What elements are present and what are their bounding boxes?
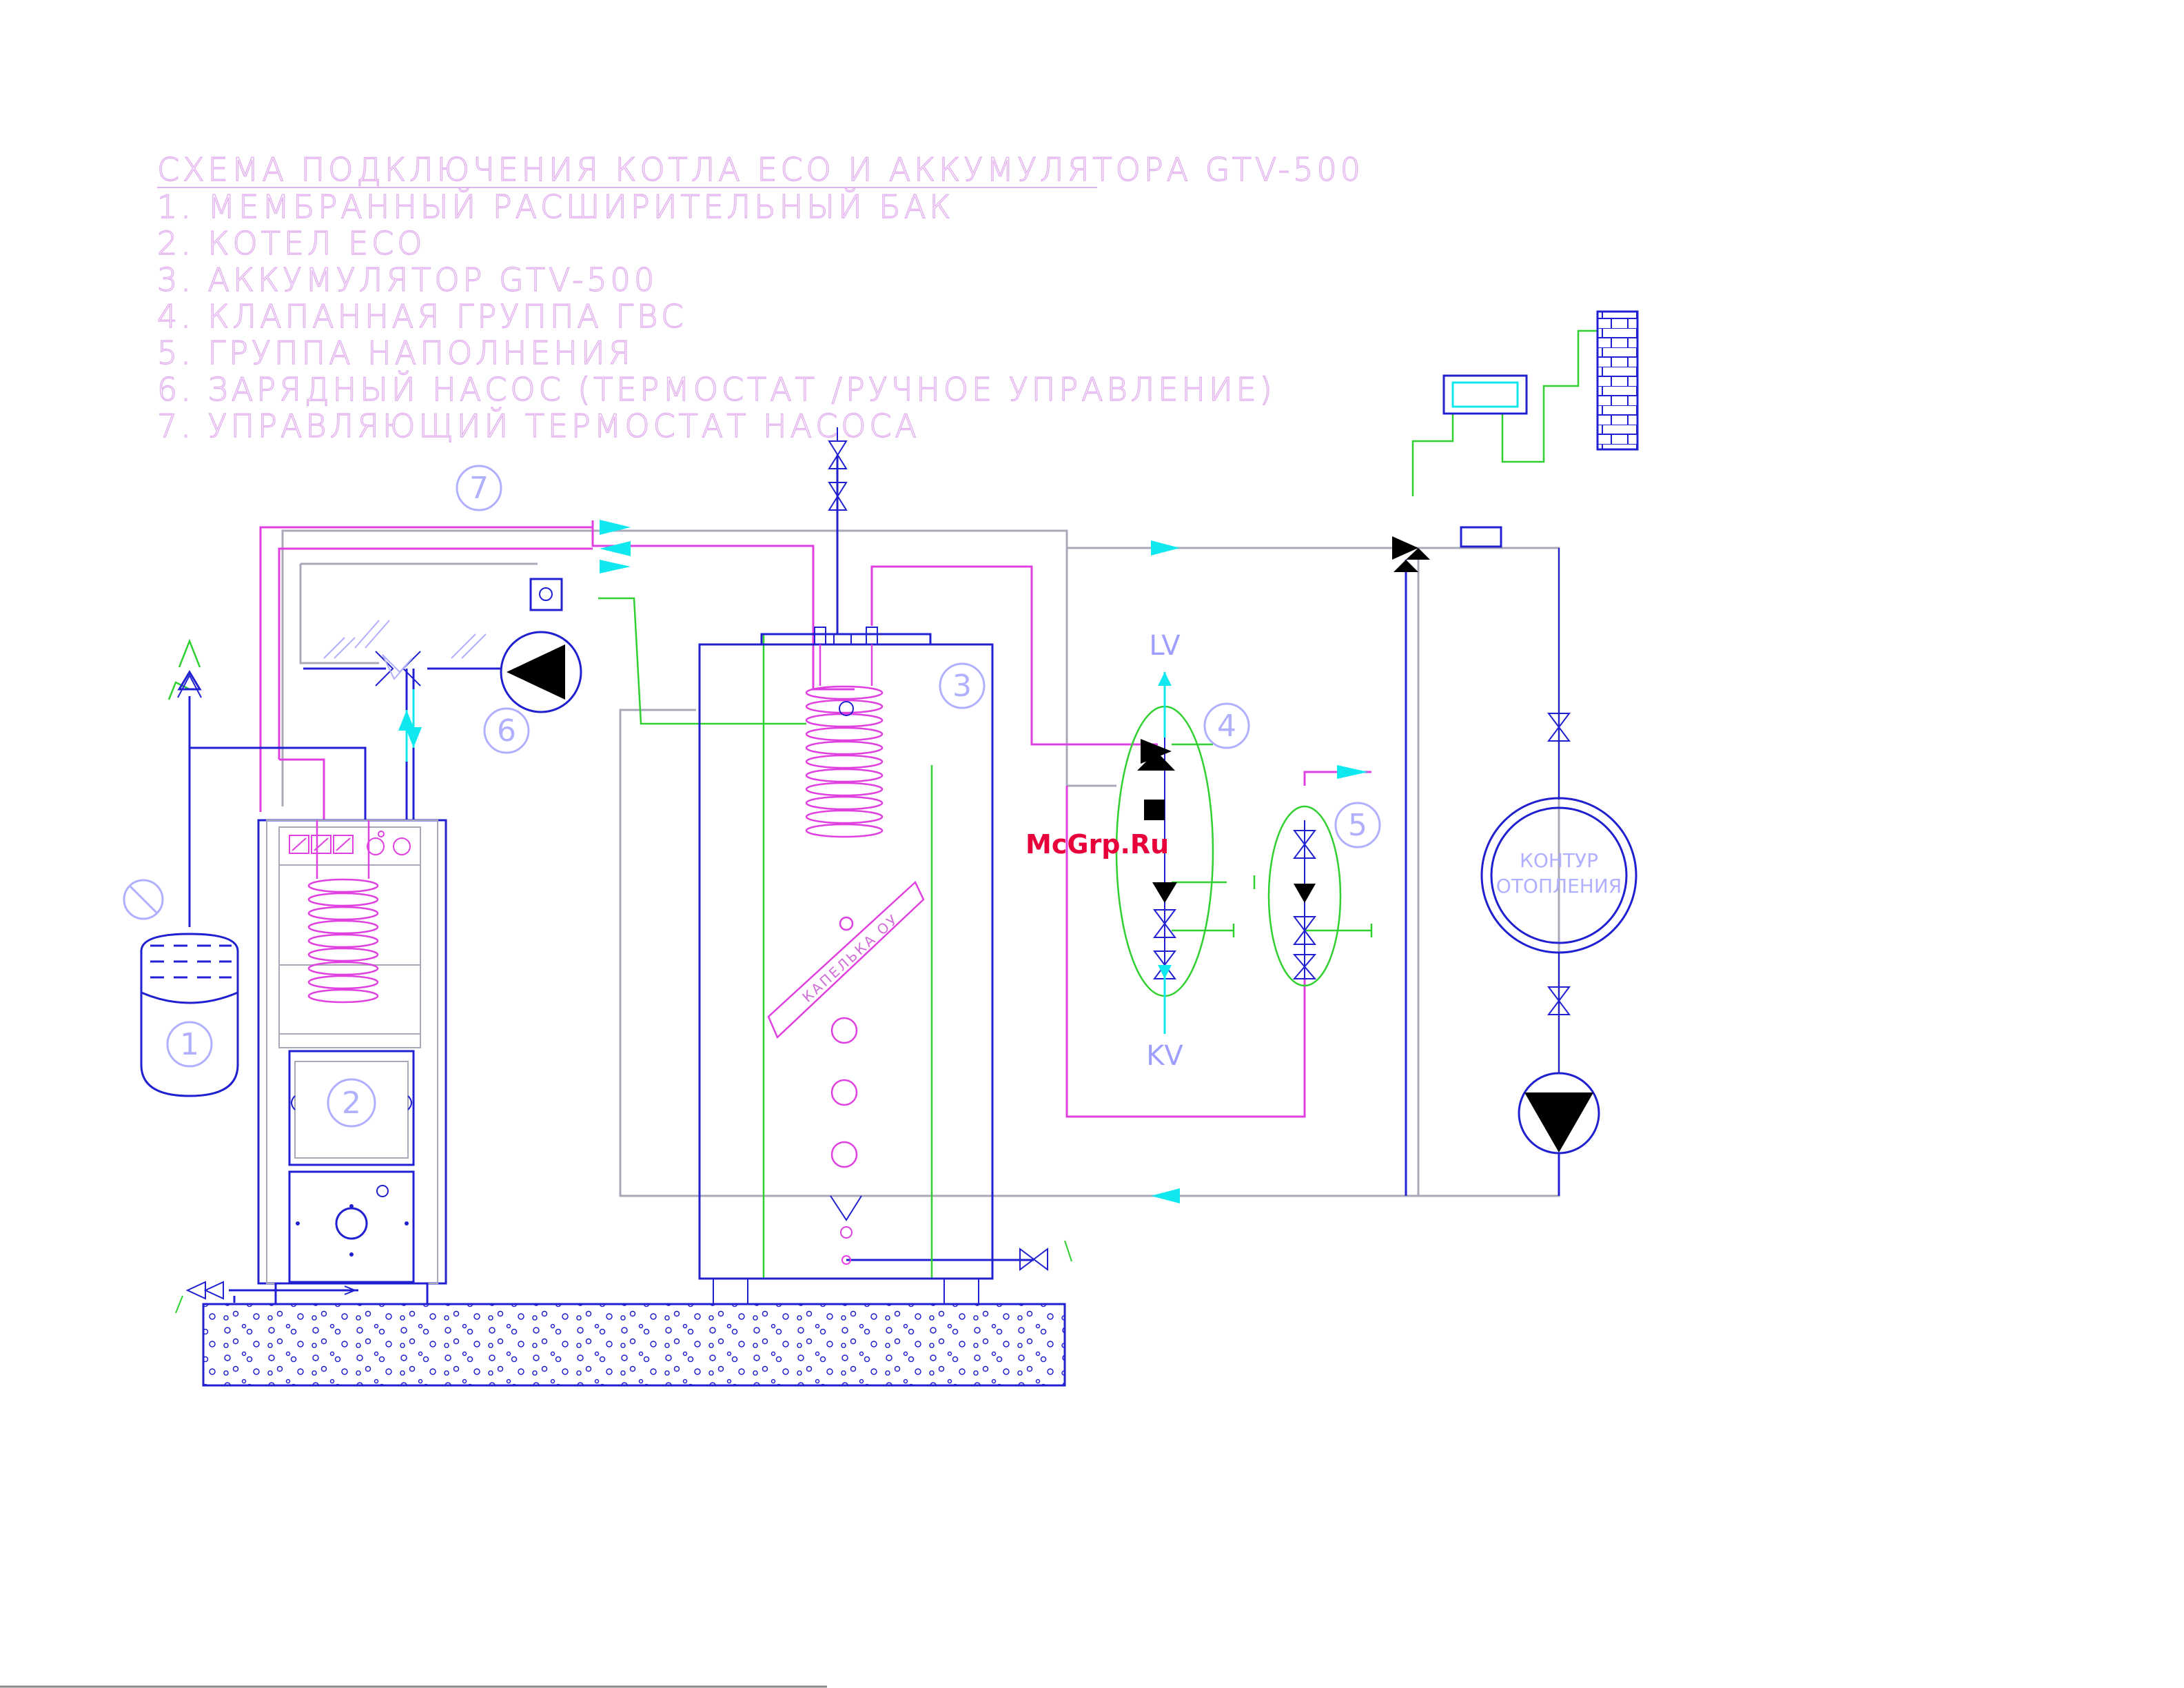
kv-label: KV bbox=[1146, 1040, 1183, 1072]
marker-4: 4 bbox=[1217, 709, 1236, 744]
ground-slab bbox=[202, 1303, 1066, 1387]
legend-item: 3. АККУМУЛЯТОР GTV-500 bbox=[157, 261, 657, 298]
pump-thermostat: 7 bbox=[456, 465, 563, 611]
accumulator-tank: 3 КАПЕЛЬКА ОУ bbox=[698, 627, 1072, 1305]
marker-3: 3 bbox=[952, 669, 972, 704]
watermark: McGrp.Ru bbox=[1025, 829, 1169, 860]
control-wires bbox=[598, 329, 1599, 1279]
expansion-tank: 1 bbox=[123, 638, 239, 1097]
cold-pipes bbox=[188, 455, 1560, 1303]
marker-1: 1 bbox=[180, 1027, 199, 1062]
tank-band-label: КАПЕЛЬКА ОУ bbox=[799, 911, 901, 1006]
charging-pump: 6 bbox=[323, 620, 582, 754]
legend-item: 7. УПРАВЛЯЮЩИЙ ТЕРМОСТАТ НАСОСА bbox=[157, 407, 920, 445]
lv-label: LV bbox=[1149, 630, 1181, 662]
marker-7: 7 bbox=[469, 471, 489, 506]
circuit-label-line1: КОНТУР bbox=[1520, 849, 1598, 872]
filling-group: 5 bbox=[1267, 802, 1381, 987]
legend-item: 2. КОТЕЛ ECO bbox=[157, 225, 425, 262]
diagram-title: СХЕМА ПОДКЛЮЧЕНИЯ КОТЛА ECO И АККУМУЛЯТО… bbox=[157, 151, 1364, 188]
marker-5: 5 bbox=[1348, 808, 1367, 843]
grey-pipes bbox=[281, 529, 1560, 1197]
mixing-valve-controls bbox=[1392, 310, 1639, 572]
legend-item: 6. ЗАРЯДНЫЙ НАСОС (ТЕРМОСТАТ /РУЧНОЕ УПР… bbox=[157, 371, 1276, 408]
marker-2: 2 bbox=[342, 1086, 361, 1121]
boiler: 2 bbox=[175, 819, 447, 1314]
circuit-label-line2: ОТОПЛЕНИЯ bbox=[1496, 875, 1622, 897]
hot-pipes bbox=[259, 520, 1371, 1118]
flow-arrows bbox=[398, 520, 1368, 1203]
heating-circuit: КОНТУР ОТОПЛЕНИЯ bbox=[1480, 548, 1637, 1155]
legend: 1. МЕМБРАННЫЙ РАСШИРИТЕЛЬНЫЙ БАК 2. КОТЕ… bbox=[156, 187, 1276, 445]
legend-item: 1. МЕМБРАННЫЙ РАСШИРИТЕЛЬНЫЙ БАК bbox=[157, 188, 954, 225]
legend-item: 4. КЛАПАННАЯ ГРУППА ГВС bbox=[157, 298, 686, 335]
legend-item: 5. ГРУППА НАПОЛНЕНИЯ bbox=[157, 334, 634, 372]
vent-valve bbox=[828, 427, 848, 511]
marker-6: 6 bbox=[497, 713, 516, 749]
